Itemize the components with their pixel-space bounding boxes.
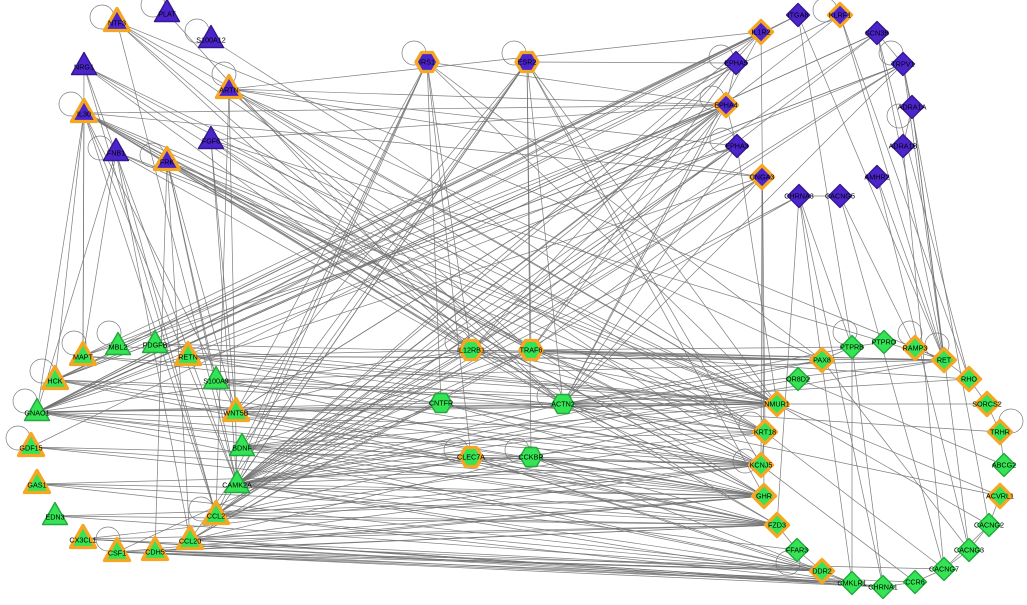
svg-text:IL30: IL30 — [77, 110, 91, 119]
svg-text:CHRNA1: CHRNA1 — [868, 583, 898, 592]
svg-text:CMKLR1: CMKLR1 — [837, 579, 866, 588]
svg-text:S100A9: S100A9 — [203, 377, 229, 386]
svg-text:ESR2: ESR2 — [518, 58, 537, 67]
svg-text:KLRF1: KLRF1 — [829, 11, 851, 20]
svg-text:ADRA1B: ADRA1B — [889, 142, 918, 151]
svg-text:NMUR1: NMUR1 — [764, 400, 790, 409]
svg-text:KRT18: KRT18 — [754, 428, 776, 437]
svg-text:FFAR3: FFAR3 — [786, 546, 808, 555]
svg-text:IL12RB1: IL12RB1 — [457, 346, 485, 355]
svg-text:MAPT: MAPT — [73, 353, 94, 362]
svg-text:ACTN2: ACTN2 — [551, 400, 575, 409]
svg-text:ARTN: ARTN — [219, 86, 238, 95]
svg-text:CLEC7A: CLEC7A — [457, 453, 485, 462]
svg-text:SORCS2: SORCS2 — [972, 400, 1002, 409]
svg-text:EPHA3: EPHA3 — [725, 142, 749, 151]
svg-text:IL1R2: IL1R2 — [751, 28, 770, 37]
svg-text:CAMK2A: CAMK2A — [222, 481, 252, 490]
svg-text:CDH5: CDH5 — [145, 548, 165, 557]
svg-text:FZD3: FZD3 — [768, 521, 786, 530]
svg-text:IRS1: IRS1 — [419, 58, 435, 67]
svg-text:HCK: HCK — [47, 377, 62, 386]
svg-text:RAMP3: RAMP3 — [903, 344, 928, 353]
svg-text:RET: RET — [937, 356, 952, 365]
svg-text:EPHA5: EPHA5 — [724, 59, 748, 68]
svg-text:FGF6: FGF6 — [202, 137, 220, 146]
svg-text:EPHA4: EPHA4 — [714, 101, 738, 110]
svg-text:CACNG3: CACNG3 — [954, 546, 984, 555]
svg-text:CNTFR: CNTFR — [429, 399, 453, 408]
svg-text:TRHR: TRHR — [990, 428, 1010, 437]
svg-text:CACNG5: CACNG5 — [825, 192, 855, 201]
svg-text:ABCG2: ABCG2 — [992, 461, 1016, 470]
svg-text:AMHR2: AMHR2 — [864, 173, 889, 182]
svg-text:SCN3B: SCN3B — [865, 29, 889, 38]
svg-text:MBL2: MBL2 — [109, 343, 128, 352]
svg-text:ACVRL1: ACVRL1 — [986, 492, 1014, 501]
svg-text:RETN: RETN — [178, 353, 198, 362]
svg-text:PDGFB: PDGFB — [143, 341, 168, 350]
svg-text:KCNJ5: KCNJ5 — [750, 461, 773, 470]
svg-text:NTF3: NTF3 — [108, 19, 126, 28]
svg-text:PTPRB: PTPRB — [840, 343, 864, 352]
svg-text:CACNG2: CACNG2 — [974, 521, 1004, 530]
svg-text:OR8D2: OR8D2 — [786, 375, 810, 384]
svg-text:TRAF6: TRAF6 — [520, 346, 543, 355]
svg-text:PTPRO: PTPRO — [872, 338, 897, 347]
svg-text:PLAT: PLAT — [158, 10, 176, 19]
svg-text:FRK: FRK — [160, 158, 175, 167]
svg-text:CCKBR: CCKBR — [518, 453, 543, 462]
svg-text:GAS1: GAS1 — [27, 481, 46, 490]
svg-text:CNGA3: CNGA3 — [750, 173, 775, 182]
svg-text:TRPV1: TRPV1 — [891, 60, 914, 69]
svg-text:GDF15: GDF15 — [19, 444, 42, 453]
svg-text:CHRNA3: CHRNA3 — [784, 192, 814, 201]
svg-text:FNB1: FNB1 — [107, 149, 125, 158]
svg-text:CSF1: CSF1 — [108, 549, 126, 558]
svg-text:CACNG7: CACNG7 — [929, 565, 959, 574]
svg-text:CX3CL1: CX3CL1 — [69, 536, 96, 545]
svg-text:ITGA8: ITGA8 — [788, 11, 809, 20]
svg-text:CCR6: CCR6 — [905, 578, 925, 587]
svg-text:WNT5B: WNT5B — [223, 409, 248, 418]
svg-text:S100A12: S100A12 — [196, 36, 226, 45]
svg-text:ADRA1A: ADRA1A — [898, 103, 927, 112]
svg-text:EDN3: EDN3 — [45, 513, 64, 522]
svg-text:RHO: RHO — [961, 375, 977, 384]
svg-text:GHR: GHR — [756, 492, 772, 501]
svg-text:BDNF: BDNF — [232, 444, 252, 453]
svg-text:PAX8: PAX8 — [813, 356, 831, 365]
svg-text:NRG1: NRG1 — [74, 63, 94, 72]
svg-text:CCL20: CCL20 — [179, 537, 201, 546]
svg-text:DDR2: DDR2 — [812, 567, 832, 576]
svg-text:CCL2: CCL2 — [207, 512, 225, 521]
svg-text:GNAO1: GNAO1 — [24, 409, 49, 418]
